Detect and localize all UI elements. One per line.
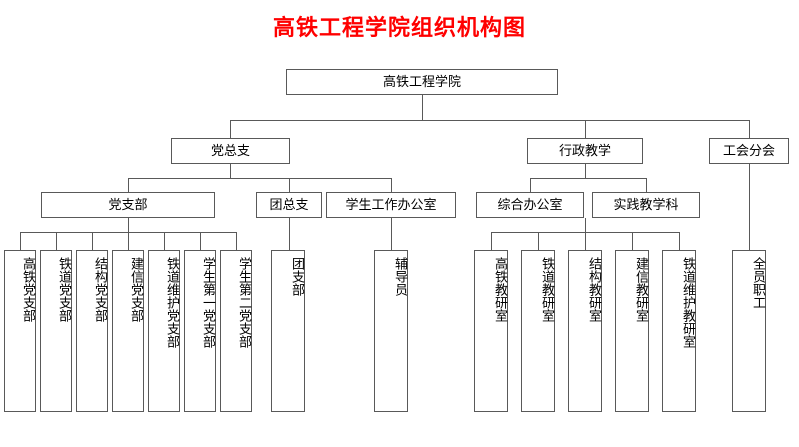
connector-league-down: [289, 218, 290, 250]
node-party-branch[interactable]: 党支部: [41, 192, 215, 218]
connector-room-stem-0: [491, 232, 492, 250]
connector-branch-stem-0: [20, 232, 21, 250]
node-party-committee[interactable]: 党总支: [171, 138, 290, 164]
page-title: 高铁工程学院组织机构图: [272, 16, 526, 41]
node-admin-teaching[interactable]: 行政教学: [527, 138, 643, 164]
node-label: 高铁党支部: [20, 257, 35, 322]
node-party-branch-0[interactable]: 高铁党支部: [4, 250, 36, 412]
node-union-branch[interactable]: 工会分会: [709, 138, 789, 164]
node-student-affairs-office[interactable]: 学生工作办公室: [326, 192, 456, 218]
connector-to-party-branch: [128, 178, 129, 192]
connector-to-union-branch: [749, 120, 750, 138]
node-label: 辅导员: [392, 257, 407, 296]
node-party-branch-5[interactable]: 学生第一党支部: [184, 250, 216, 412]
node-practice-teaching-section[interactable]: 实践教学科: [592, 192, 700, 218]
node-party-branch-6[interactable]: 学生第二党支部: [220, 250, 252, 412]
node-label: 建信教研室: [633, 257, 648, 322]
node-label: 铁道党支部: [56, 257, 71, 322]
connector-party-committee-down: [230, 164, 231, 178]
node-label: 铁道维护党支部: [164, 257, 179, 348]
node-teaching-room-0[interactable]: 高铁教研室: [474, 250, 508, 412]
node-teaching-room-4[interactable]: 铁道维护教研室: [662, 250, 696, 412]
connector-branch-stem-5: [200, 232, 201, 250]
node-label: 高铁教研室: [492, 257, 507, 322]
connector-to-youth-league: [289, 178, 290, 192]
connector-counselor-down: [391, 218, 392, 250]
connector-party-branch-down: [128, 218, 129, 232]
node-party-branch-4[interactable]: 铁道维护党支部: [148, 250, 180, 412]
node-teaching-room-1[interactable]: 铁道教研室: [521, 250, 555, 412]
node-label: 结构党支部: [92, 257, 107, 322]
node-party-branch-2[interactable]: 结构党支部: [76, 250, 108, 412]
connector-to-party-committee: [230, 120, 231, 138]
node-all-staff[interactable]: 全员职工: [732, 250, 766, 412]
node-root[interactable]: 高铁工程学院: [286, 69, 558, 95]
node-label: 铁道教研室: [539, 257, 554, 322]
node-league-branch[interactable]: 团支部: [271, 250, 305, 412]
connector-to-practice-section: [646, 178, 647, 192]
connector-room-stem-1: [538, 232, 539, 250]
connector-level2-bus: [230, 120, 749, 121]
connector-branch-stem-3: [128, 232, 129, 250]
node-party-branch-1[interactable]: 铁道党支部: [40, 250, 72, 412]
connector-room-stem-4: [679, 232, 680, 250]
connector-to-student-affairs: [391, 178, 392, 192]
connector-to-admin-teaching: [585, 120, 586, 138]
node-label: 学生第二党支部: [236, 257, 251, 348]
node-label: 团支部: [289, 257, 304, 296]
node-general-office[interactable]: 综合办公室: [476, 192, 584, 218]
connector-to-general-office: [530, 178, 531, 192]
connector-teaching-trunk: [585, 218, 586, 232]
node-party-branch-3[interactable]: 建信党支部: [112, 250, 144, 412]
connector-room-stem-2: [585, 232, 586, 250]
node-label: 结构教研室: [586, 257, 601, 322]
node-label: 建信党支部: [128, 257, 143, 322]
node-label: 铁道维护教研室: [680, 257, 695, 348]
node-teaching-room-3[interactable]: 建信教研室: [615, 250, 649, 412]
connector-branch-stem-2: [92, 232, 93, 250]
connector-branch-stem-6: [236, 232, 237, 250]
connector-party-level3-bus: [128, 178, 391, 179]
connector-root-down: [422, 95, 423, 120]
node-teaching-room-2[interactable]: 结构教研室: [568, 250, 602, 412]
connector-branch-stem-1: [56, 232, 57, 250]
connector-admin-teaching-down: [585, 164, 586, 178]
connector-room-stem-3: [632, 232, 633, 250]
connector-admin-level3-bus: [530, 178, 646, 179]
connector-all-staff-down: [749, 164, 750, 250]
node-label: 学生第一党支部: [200, 257, 215, 348]
node-youth-league[interactable]: 团总支: [256, 192, 322, 218]
node-counselor[interactable]: 辅导员: [374, 250, 408, 412]
node-label: 全员职工: [750, 257, 765, 309]
connector-branch-stem-4: [164, 232, 165, 250]
